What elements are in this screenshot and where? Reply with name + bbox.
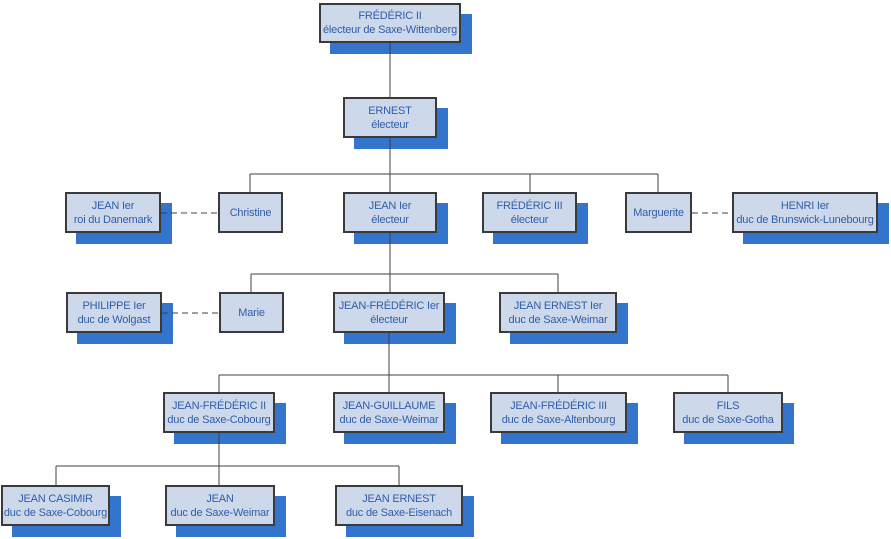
person-name: JEAN [206, 492, 234, 505]
person-title: électeur [370, 313, 408, 326]
person-name: JEAN-FRÉDÉRIC Ier [338, 299, 440, 312]
node-jean-frederic-i: JEAN-FRÉDÉRIC Ier électeur [333, 292, 445, 333]
person-name: Christine [229, 206, 272, 219]
person-name: JEAN Ier [368, 199, 412, 212]
node-jean-frederic-iii: JEAN-FRÉDÉRIC III duc de Saxe-Altenbourg [490, 392, 627, 433]
person-name: FILS [716, 399, 740, 412]
person-name: HENRI Ier [780, 199, 830, 212]
person-name: FRÉDÉRIC III [496, 199, 563, 212]
person-title: duc de Saxe-Weimar [339, 413, 439, 426]
node-fils: FILS duc de Saxe-Gotha [673, 392, 783, 433]
person-name: Marie [238, 306, 265, 319]
person-title: électeur [510, 213, 549, 226]
person-title: duc de Saxe-Cobourg [3, 506, 108, 519]
node-marguerite: Marguerite [625, 192, 692, 233]
person-name: JEAN ERNEST Ier [513, 299, 603, 312]
node-christine: Christine [218, 192, 283, 233]
person-title: électeur [371, 118, 409, 131]
person-title: électeur [371, 213, 409, 226]
person-title: duc de Saxe-Weimar [508, 313, 608, 326]
node-jean-guillaume: JEAN-GUILLAUME duc de Saxe-Weimar [333, 392, 445, 433]
person-name: ERNEST [368, 104, 412, 117]
person-name: JEAN-GUILLAUME [342, 399, 436, 412]
person-title: roi du Danemark [73, 213, 153, 226]
node-henri-i: HENRI Ier duc de Brunswick-Lunebourg [732, 192, 878, 233]
person-name: JEAN-FRÉDÉRIC II [172, 399, 266, 412]
node-marie: Marie [219, 292, 284, 333]
node-frederic-iii: FRÉDÉRIC III électeur [482, 192, 577, 233]
person-title: électeur de Saxe-Wittenberg [322, 24, 457, 36]
person-name: JEAN Ier [91, 199, 135, 212]
node-ernest: ERNEST électeur [343, 97, 437, 138]
node-jean-i-danemark: JEAN Ier roi du Danemark [65, 192, 161, 233]
person-name: JEAN CASIMIR [18, 492, 93, 505]
node-jean-ernest: JEAN ERNEST duc de Saxe-Eisenach [335, 485, 463, 526]
node-philippe-i: PHILIPPE Ier duc de Wolgast [66, 292, 162, 333]
person-title: duc de Saxe-Cobourg [167, 413, 271, 426]
node-jean-frederic-ii: JEAN-FRÉDÉRIC II duc de Saxe-Cobourg [163, 392, 275, 433]
person-name: PHILIPPE Ier [82, 299, 146, 312]
node-jean-ernest-i: JEAN ERNEST Ier duc de Saxe-Weimar [499, 292, 617, 333]
person-title: duc de Wolgast [77, 313, 151, 326]
person-name: JEAN ERNEST [362, 492, 436, 505]
person-title: duc de Saxe-Altenbourg [501, 413, 616, 426]
person-name: FRÉDÉRIC II [358, 10, 422, 22]
person-title: duc de Saxe-Gotha [682, 413, 774, 426]
node-jean: JEAN duc de Saxe-Weimar [165, 485, 275, 526]
node-jean-casimir: JEAN CASIMIR duc de Saxe-Cobourg [1, 485, 110, 526]
node-jean-i-electeur: JEAN Ier électeur [343, 192, 437, 233]
person-title: duc de Saxe-Weimar [170, 506, 270, 519]
person-title: duc de Saxe-Eisenach [345, 506, 453, 519]
person-title: duc de Brunswick-Lunebourg [736, 213, 874, 226]
person-name: Marguerite [633, 206, 684, 219]
node-frederic-ii: FRÉDÉRIC II électeur de Saxe-Wittenberg [319, 3, 461, 43]
person-name: JEAN-FRÉDÉRIC III [510, 399, 607, 412]
